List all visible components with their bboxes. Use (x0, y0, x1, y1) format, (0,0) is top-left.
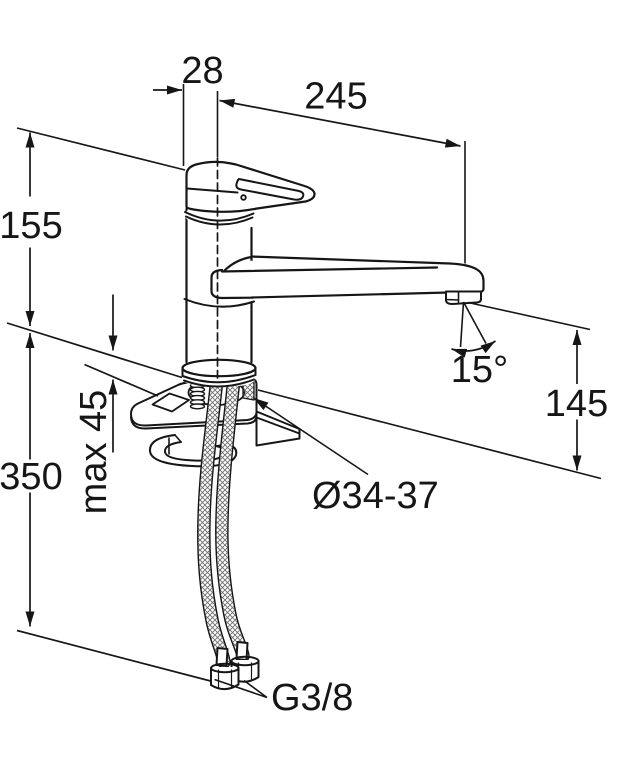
deck-bottom-line (84, 363, 159, 397)
deck-top-line (6, 322, 183, 379)
spout-arm (183, 255, 486, 308)
label-spout-angle: 15° (451, 349, 508, 391)
dim-body-width (153, 84, 219, 166)
dim-spout-clearance (257, 301, 602, 480)
label-hose-length: 350 (0, 456, 63, 498)
dimension-annotations (6, 84, 602, 699)
aerator (445, 290, 482, 305)
lever-handle (185, 160, 316, 213)
dim-hose-length (16, 333, 211, 682)
handle-pin (240, 194, 247, 201)
label-spout-reach: 245 (304, 76, 367, 118)
handle-cutout (235, 178, 305, 201)
label-body-height: 155 (0, 205, 63, 247)
dim-body-height (16, 127, 186, 326)
hose-connectors (210, 641, 260, 691)
dim-spout-angle (451, 301, 496, 358)
dimension-labels: 28 245 155 350 max 45 15° 145 Ø34-37 G3/… (0, 50, 608, 719)
supply-hoses (197, 371, 250, 669)
label-deck-thickness: max 45 (73, 390, 115, 515)
thread-leaders (214, 678, 268, 699)
faucet-body-group (181, 157, 486, 388)
threaded-stud (189, 379, 255, 410)
label-connection-thread: G3/8 (271, 677, 353, 719)
label-spout-clearance: 145 (545, 383, 608, 425)
label-body-width: 28 (181, 50, 223, 92)
dim-spout-reach (219, 98, 466, 264)
under-deck-assembly (130, 371, 301, 691)
plate-diamond-hole (151, 392, 190, 413)
label-hole-diameter: Ø34-37 (312, 475, 439, 517)
hole-diameter-leader (253, 397, 369, 476)
plate-wing-lever (255, 410, 301, 447)
base-flange (181, 358, 257, 388)
